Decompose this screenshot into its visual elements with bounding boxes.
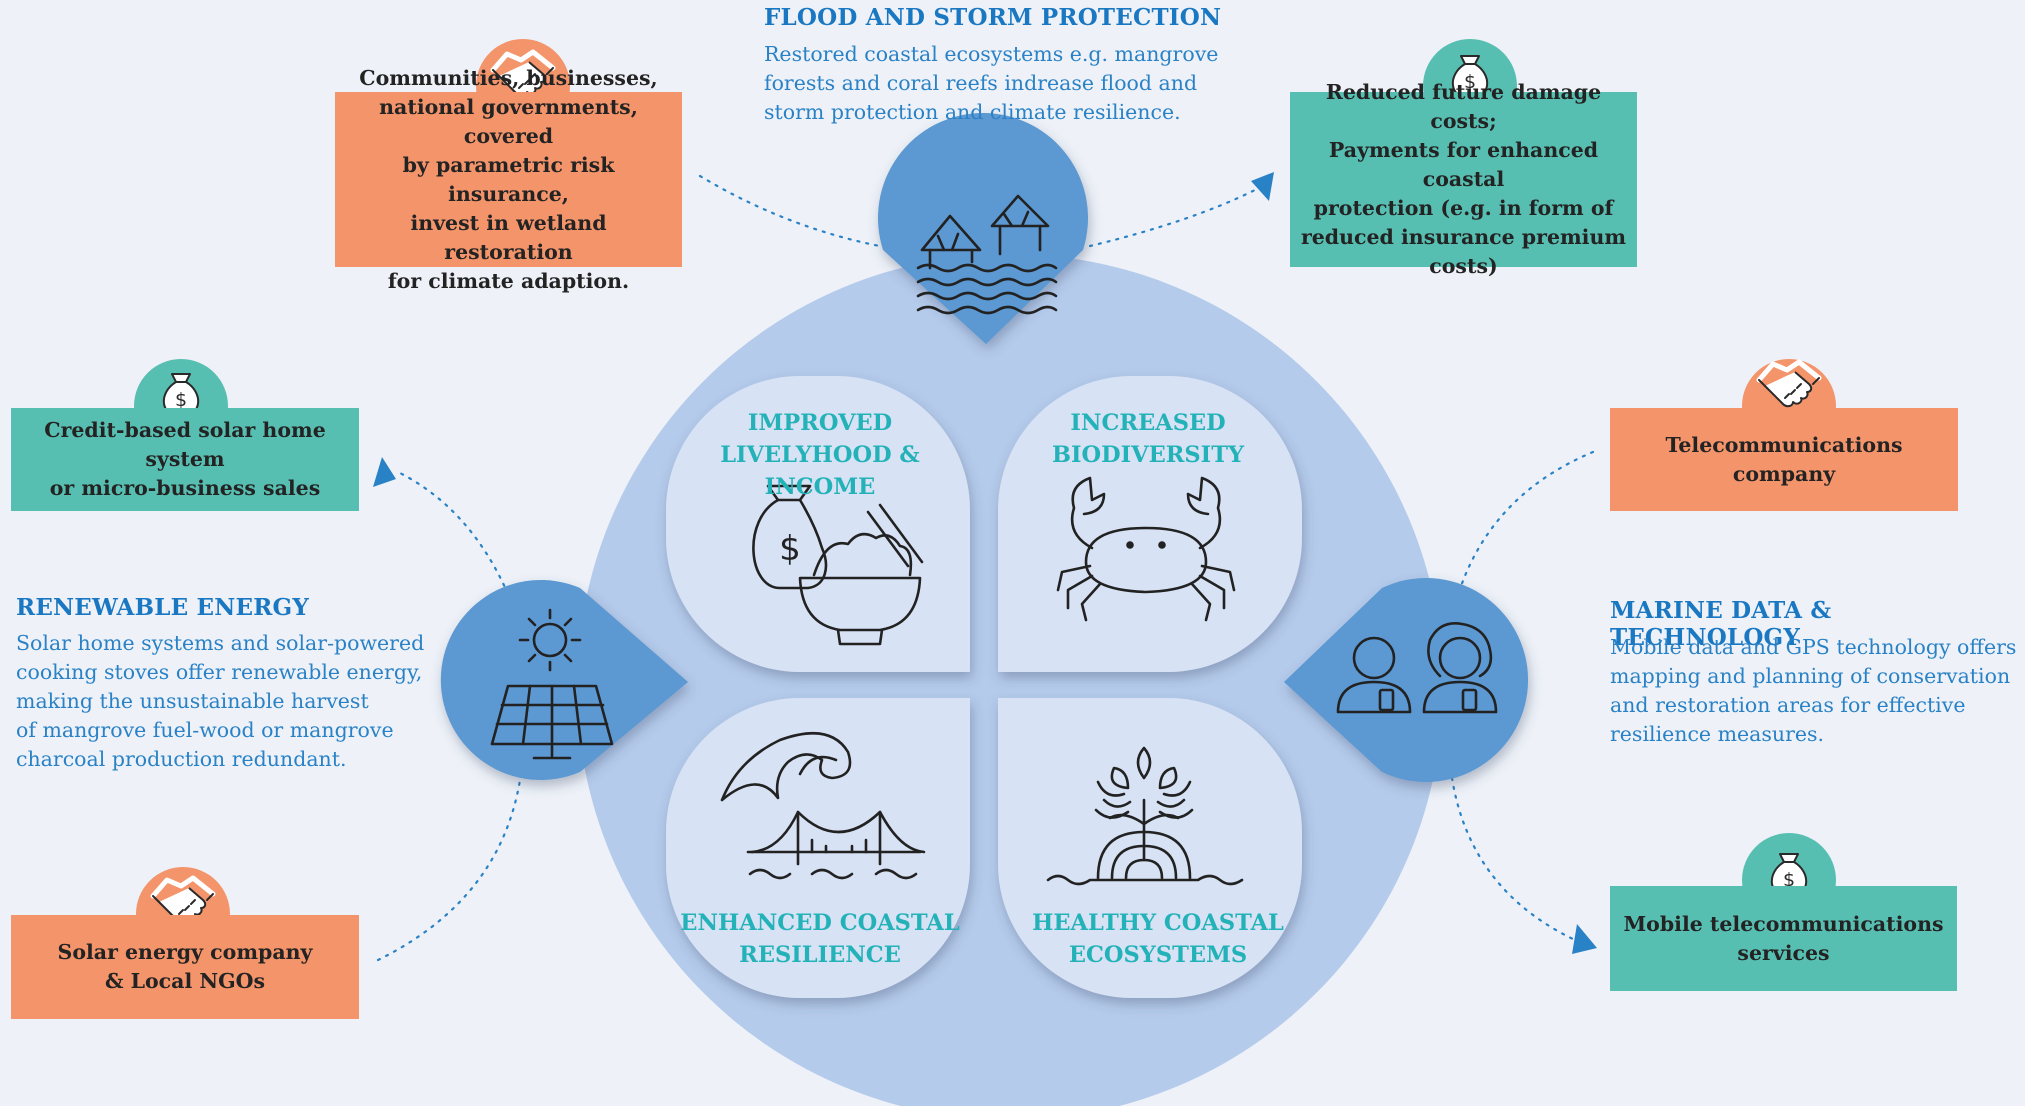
flooded-houses-icon — [916, 194, 1058, 315]
marine-marker — [1284, 578, 1529, 782]
mobile-services-label: Mobile telecommunications services — [1623, 911, 1944, 965]
svg-text:$: $ — [779, 529, 801, 569]
flood-description: Restored coastal ecosystems e.g. mangrov… — [764, 42, 1219, 124]
petal-livelihood-shape — [666, 376, 970, 672]
telecom-box: Telecommunications company — [1610, 408, 1958, 511]
communities-label: Communities, businesses, national govern… — [359, 65, 658, 293]
wave-bridge-icon — [720, 731, 926, 880]
marine-title: MARINE DATA & TECHNOLOGY — [1610, 597, 1832, 651]
mangrove-icon — [1046, 746, 1244, 886]
livelihood-label: IMPROVED LIVELYHOOD & INCOME — [720, 410, 920, 500]
arrowhead-reduced-costs — [1251, 172, 1274, 201]
connector-marine-to-mobile — [1450, 776, 1577, 942]
crab-icon — [1056, 476, 1236, 622]
telecom-label: Telecommunications company — [1665, 432, 1903, 486]
connector-communities-to-flood — [698, 174, 892, 250]
petal-resilience-shape — [666, 698, 970, 998]
reduced-costs-label: Reduced future damage costs; Payments fo… — [1300, 80, 1627, 278]
biodiversity-label: INCREASED BIODIVERSITY — [1051, 410, 1245, 468]
arrowhead-credit — [373, 457, 396, 487]
connector-solar-company-to-renewable — [376, 778, 522, 962]
money-bag-rice-bowl-icon: $ — [752, 484, 924, 646]
marine-description: Mobile data and GPS technology offers ma… — [1610, 635, 2017, 746]
connector-telecom-to-marine — [1456, 450, 1595, 597]
solar-company-box: Solar energy company & Local NGOs — [11, 915, 359, 1019]
arrowhead-mobile-services — [1572, 924, 1597, 954]
solar-panel-icon — [490, 608, 614, 760]
renewable-title: RENEWABLE ENERGY — [16, 594, 310, 621]
solar-company-label: Solar energy company & Local NGOs — [57, 940, 313, 993]
mobile-services-box: Mobile telecommunications services — [1610, 886, 1957, 991]
flood-marker — [878, 112, 1088, 344]
communities-box: Communities, businesses, national govern… — [335, 66, 682, 293]
people-with-phones-icon — [1336, 622, 1498, 714]
petal-shapes — [666, 376, 1302, 998]
ecosystems-label: HEALTHY COASTAL ECOSYSTEMS — [1032, 910, 1284, 968]
connector-arrowheads — [373, 172, 1597, 954]
connector-renewable-to-credit — [396, 470, 510, 596]
petal-ecosystems-shape — [998, 698, 1302, 998]
credit-solar-box: Credit-based solar home system or micro-… — [11, 408, 359, 511]
connector-flood-to-reduced-costs — [1088, 188, 1257, 248]
connector-lines — [376, 174, 1595, 962]
reduced-costs-box: Reduced future damage costs; Payments fo… — [1290, 80, 1637, 278]
renewable-marker — [440, 580, 688, 780]
flood-title: FLOOD AND STORM PROTECTION — [764, 4, 1222, 31]
petal-biodiversity-shape — [998, 376, 1302, 672]
resilience-label: ENHANCED COASTAL RESILIENCE — [680, 910, 960, 968]
renewable-description: Solar home systems and solar-powered coo… — [16, 631, 425, 771]
credit-solar-label: Credit-based solar home system or micro-… — [44, 418, 326, 500]
